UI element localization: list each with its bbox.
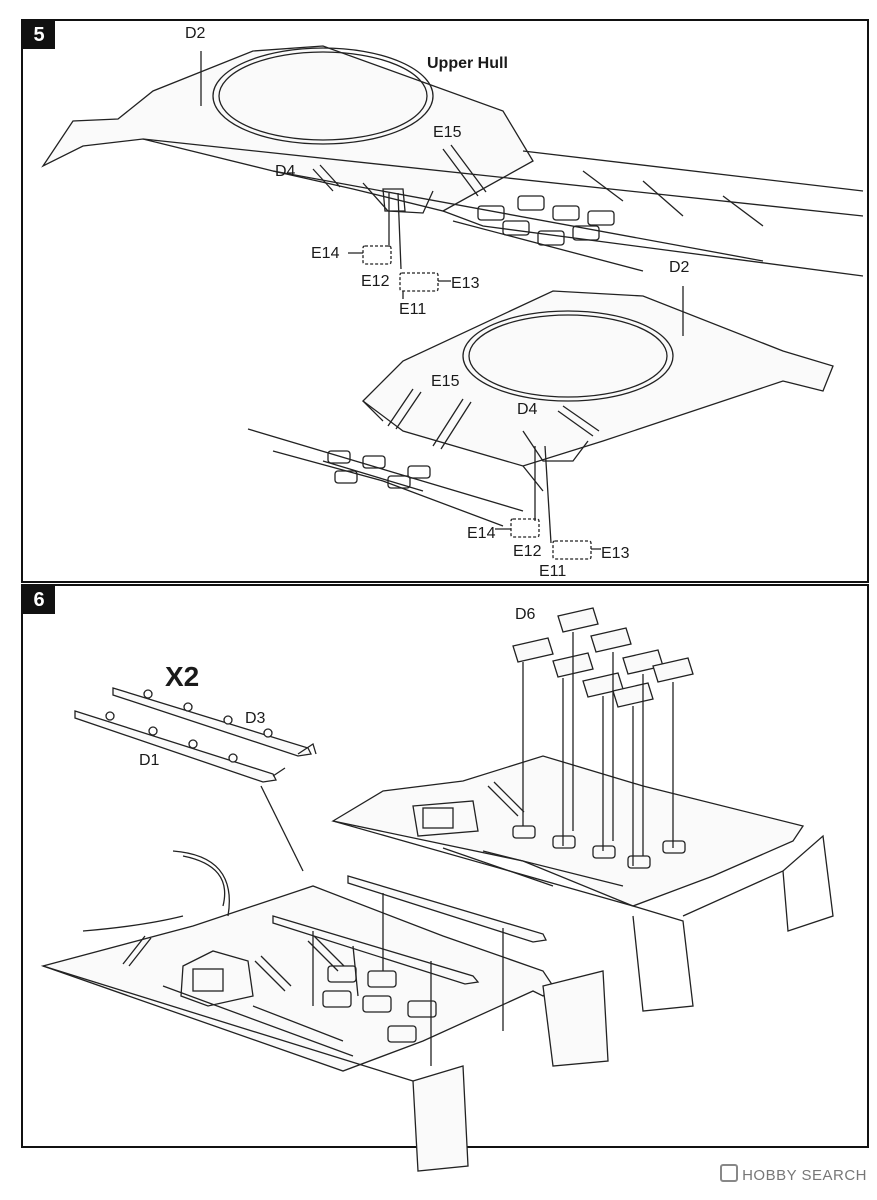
part-label-d2: D2 (669, 259, 690, 276)
part-label-d4: D4 (275, 163, 296, 180)
part-label-d4: D4 (517, 401, 538, 418)
part-label-e13: E13 (451, 275, 480, 292)
part-label-e15: E15 (433, 124, 462, 141)
part-label-e11: E11 (399, 301, 427, 318)
part-label-e14: E14 (311, 245, 340, 262)
part-label-e12: E12 (513, 543, 542, 560)
step-5-panel: 5 (21, 19, 869, 583)
footer-brand: HOBBY SEARCH (742, 1167, 867, 1184)
hobby-search-logo-icon (720, 1164, 739, 1182)
part-label-e13: E13 (601, 545, 630, 562)
step-number: 6 (23, 586, 55, 614)
part-label-d2: D2 (185, 25, 206, 42)
rails-and-hatches-diagram (40, 607, 834, 1172)
step-number: 5 (23, 21, 55, 49)
footer-watermark: HOBBY SEARCH (720, 1164, 867, 1184)
step-6-panel: 6 (21, 584, 869, 1172)
upper-hull-title: Upper Hull (427, 55, 508, 72)
part-label-d6: D6 (515, 606, 536, 623)
part-label-d1: D1 (139, 752, 160, 769)
upper-hull-diagram (41, 45, 864, 560)
quantity-multiplier: X2 (165, 661, 200, 692)
part-label-e14: E14 (467, 525, 496, 542)
part-label-e11: E11 (539, 563, 567, 580)
part-label-e12: E12 (361, 273, 390, 290)
part-label-e15: E15 (431, 373, 460, 390)
part-label-d3: D3 (245, 710, 266, 727)
